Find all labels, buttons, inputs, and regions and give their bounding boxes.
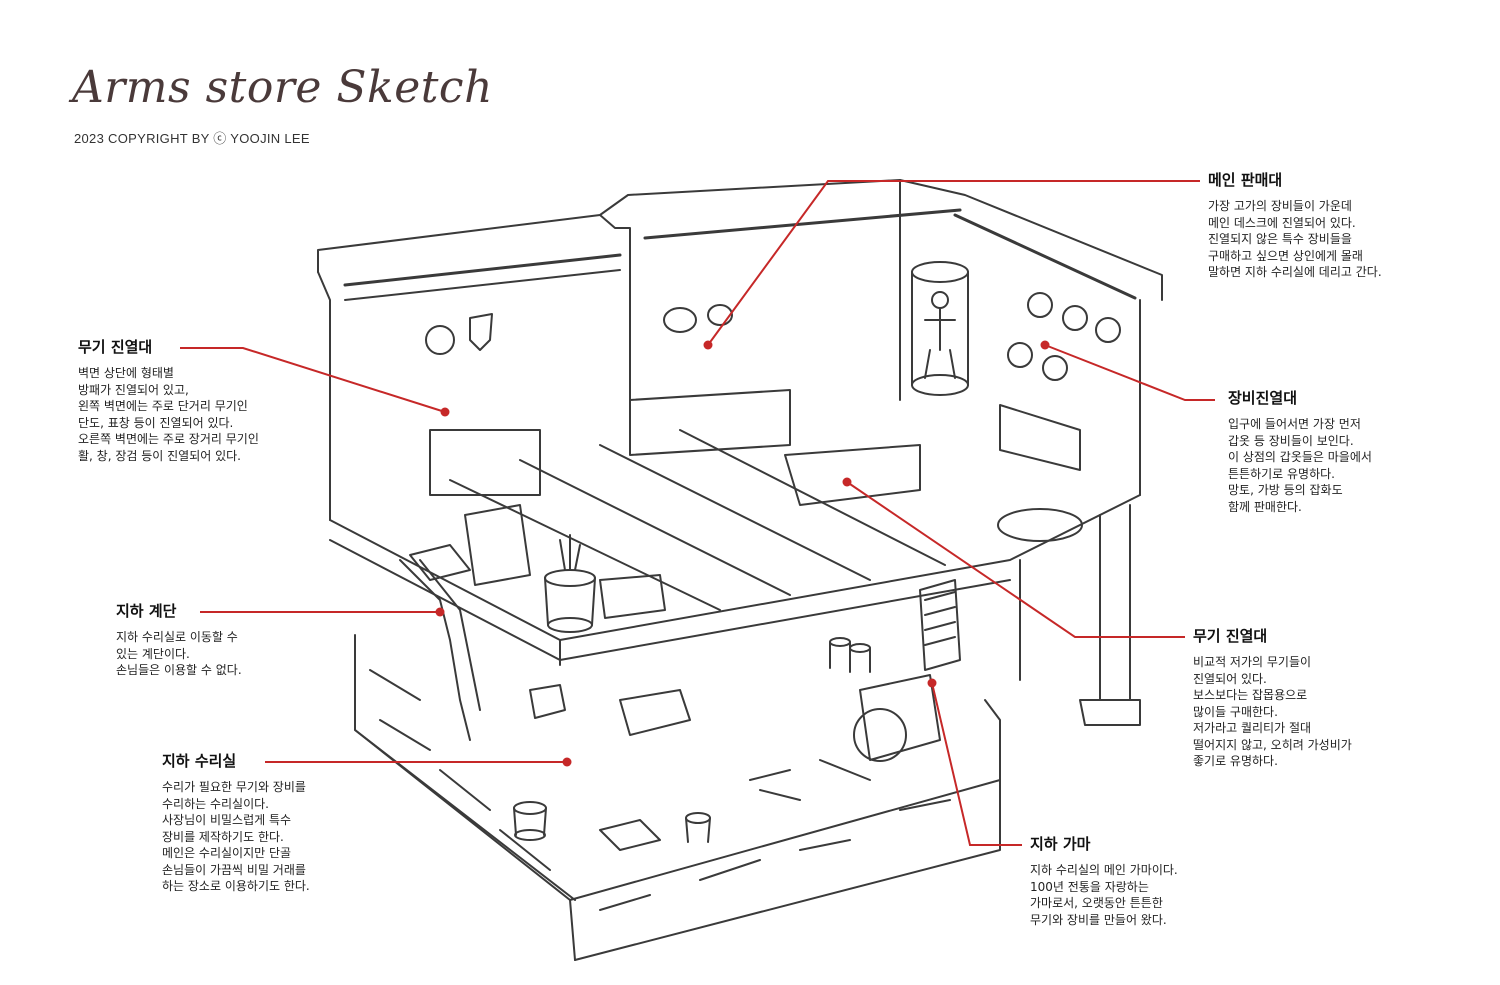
callout-description: 입구에 들어서면 가장 먼저 갑옷 등 장비들이 보인다. 이 상점의 갑옷들은…	[1228, 417, 1372, 514]
callout-description: 가장 고가의 장비들이 가운데 메인 데스크에 진열되어 있다. 진열되지 않은…	[1208, 199, 1382, 279]
callout-title: 무기 진열대	[78, 338, 153, 356]
callout-basement-stairs: 지하 계단 지하 수리실로 이동할 수 있는 계단이다. 손님들은 이용할 수 …	[116, 600, 242, 679]
callout-weapon-display-left: 무기 진열대 벽면 상단에 형태별 방패가 진열되어 있고, 왼쪽 벽면에는 주…	[78, 336, 259, 464]
callout-repair-room: 지하 수리실 수리가 필요한 무기와 장비를 수리하는 수리실이다. 사장님이 …	[162, 750, 310, 895]
callout-equipment-display: 장비진열대 입구에 들어서면 가장 먼저 갑옷 등 장비들이 보인다. 이 상점…	[1228, 387, 1372, 515]
callout-title: 장비진열대	[1228, 389, 1298, 407]
callout-description: 비교적 저가의 무기들이 진열되어 있다. 보스보다는 잡몹용으로 많이들 구매…	[1193, 655, 1352, 768]
page-title: Arms store Sketch	[72, 62, 493, 113]
copyright-text: 2023 COPYRIGHT BY ⓒ YOOJIN LEE	[74, 131, 310, 146]
callout-main-counter: 메인 판매대 가장 고가의 장비들이 가운데 메인 데스크에 진열되어 있다. …	[1208, 169, 1382, 281]
callout-title: 무기 진열대	[1193, 627, 1268, 645]
callout-title: 지하 가마	[1030, 835, 1091, 853]
callout-weapon-display-right: 무기 진열대 비교적 저가의 무기들이 진열되어 있다. 보스보다는 잡몹용으로…	[1193, 625, 1352, 770]
callout-title: 지하 수리실	[162, 752, 237, 770]
callout-furnace: 지하 가마 지하 수리실의 메인 가마이다. 100년 전통을 자랑하는 가마로…	[1030, 833, 1178, 928]
callout-description: 벽면 상단에 형태별 방패가 진열되어 있고, 왼쪽 벽면에는 주로 단거리 무…	[78, 366, 259, 463]
callout-description: 지하 수리실로 이동할 수 있는 계단이다. 손님들은 이용할 수 없다.	[116, 630, 242, 677]
callout-description: 지하 수리실의 메인 가마이다. 100년 전통을 자랑하는 가마로서, 오랫동…	[1030, 863, 1178, 927]
callout-title: 메인 판매대	[1208, 171, 1283, 189]
callout-title: 지하 계단	[116, 602, 177, 620]
callout-description: 수리가 필요한 무기와 장비를 수리하는 수리실이다. 사장님이 비밀스럽게 특…	[162, 780, 310, 893]
